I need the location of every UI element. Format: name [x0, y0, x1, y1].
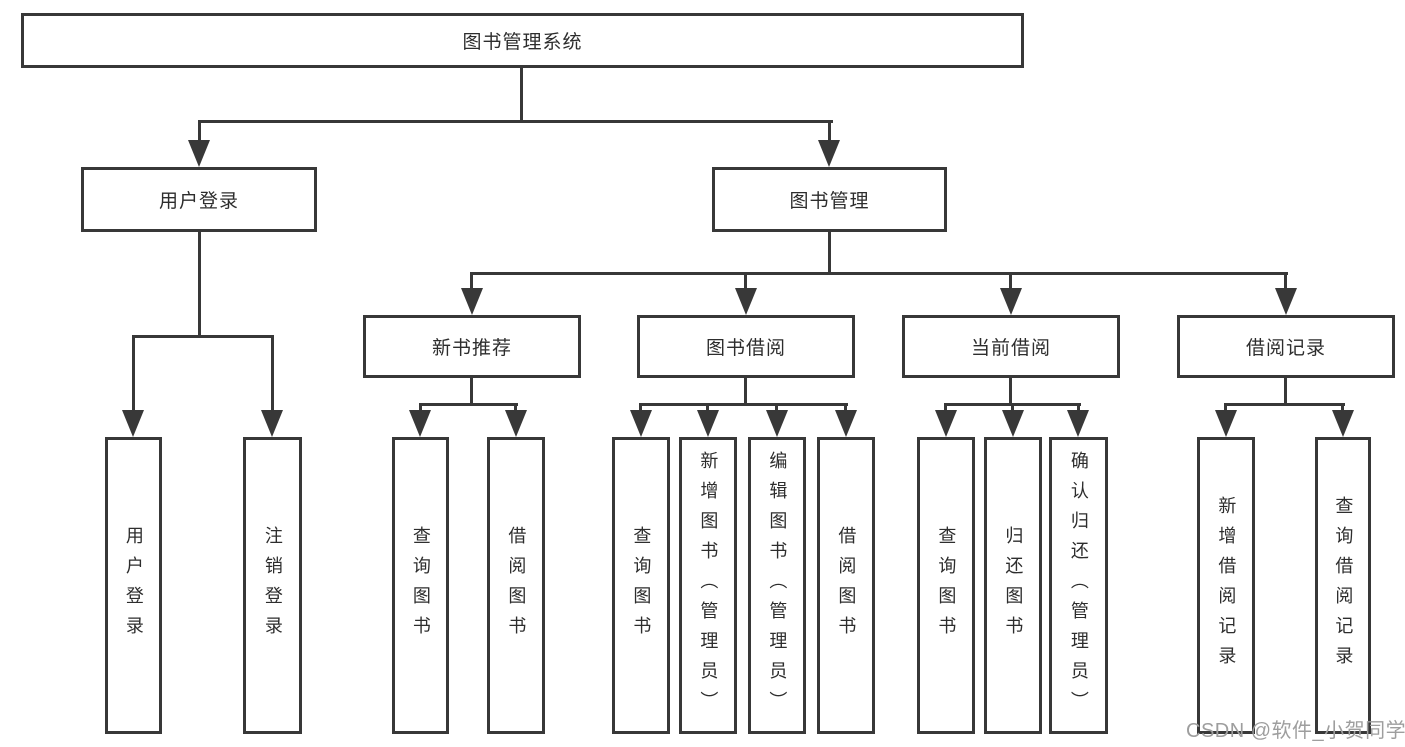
- node-leaf-bb-add-books: 新增图书（管理员）: [679, 437, 737, 734]
- arrowhead-down: [122, 410, 144, 437]
- line-segment: [271, 335, 274, 419]
- line-segment: [1284, 272, 1287, 290]
- node-leaf-bb-query-books: 查询图书: [612, 437, 670, 734]
- node-leaf-rec-query-books: 查询图书: [392, 437, 449, 734]
- line-segment: [132, 335, 135, 419]
- line-segment: [1009, 377, 1012, 406]
- arrowhead-down: [697, 410, 719, 437]
- arrowhead-down: [1332, 410, 1354, 437]
- node-leaf-cb-return-books: 归还图书: [984, 437, 1042, 734]
- arrowhead-down: [1275, 288, 1297, 315]
- line-segment: [419, 403, 518, 406]
- node-leaf-bb-borrow-books: 借阅图书: [817, 437, 875, 734]
- csdn-watermark: CSDN @软件_小贺同学: [1186, 720, 1405, 742]
- line-segment: [1224, 403, 1345, 406]
- node-leaf-user-login: 用户登录: [105, 437, 162, 734]
- line-segment: [132, 335, 274, 338]
- line-segment: [470, 272, 473, 290]
- node-leaf-br-query-record: 查询借阅记录: [1315, 437, 1371, 734]
- arrowhead-down: [1067, 410, 1089, 437]
- arrowhead-down: [1002, 410, 1024, 437]
- line-segment: [520, 66, 523, 122]
- line-segment: [828, 120, 831, 144]
- line-segment: [1284, 377, 1287, 406]
- node-leaf-rec-borrow-books: 借阅图书: [487, 437, 545, 734]
- arrowhead-down: [505, 410, 527, 437]
- line-segment: [198, 120, 833, 123]
- line-segment: [744, 377, 747, 406]
- line-segment: [744, 272, 747, 290]
- arrowhead-down: [735, 288, 757, 315]
- arrowhead-down: [630, 410, 652, 437]
- arrowhead-down: [1215, 410, 1237, 437]
- line-segment: [828, 232, 831, 274]
- node-user-login: 用户登录: [81, 167, 317, 232]
- arrowhead-down: [835, 410, 857, 437]
- arrowhead-down: [935, 410, 957, 437]
- line-segment: [198, 232, 201, 337]
- node-new-book-recommend: 新书推荐: [363, 315, 581, 378]
- node-leaf-cb-confirm-return: 确认归还（管理员）: [1049, 437, 1108, 734]
- node-book-borrow: 图书借阅: [637, 315, 855, 378]
- arrowhead-down: [766, 410, 788, 437]
- node-root: 图书管理系统: [21, 13, 1024, 68]
- arrowhead-down: [409, 410, 431, 437]
- line-segment: [198, 120, 201, 144]
- arrowhead-down: [461, 288, 483, 315]
- line-segment: [470, 272, 1288, 275]
- node-book-management: 图书管理: [712, 167, 947, 232]
- line-segment: [470, 377, 473, 406]
- node-borrow-records: 借阅记录: [1177, 315, 1395, 378]
- line-segment: [639, 403, 848, 406]
- node-leaf-cb-query-books: 查询图书: [917, 437, 975, 734]
- node-leaf-br-add-record: 新增借阅记录: [1197, 437, 1255, 734]
- node-leaf-bb-edit-books: 编辑图书（管理员）: [748, 437, 806, 734]
- node-leaf-logout: 注销登录: [243, 437, 302, 734]
- node-current-borrow: 当前借阅: [902, 315, 1120, 378]
- line-segment: [1009, 272, 1012, 290]
- arrowhead-down: [1000, 288, 1022, 315]
- arrowhead-down: [261, 410, 283, 437]
- arrowhead-down: [188, 140, 210, 167]
- arrowhead-down: [818, 140, 840, 167]
